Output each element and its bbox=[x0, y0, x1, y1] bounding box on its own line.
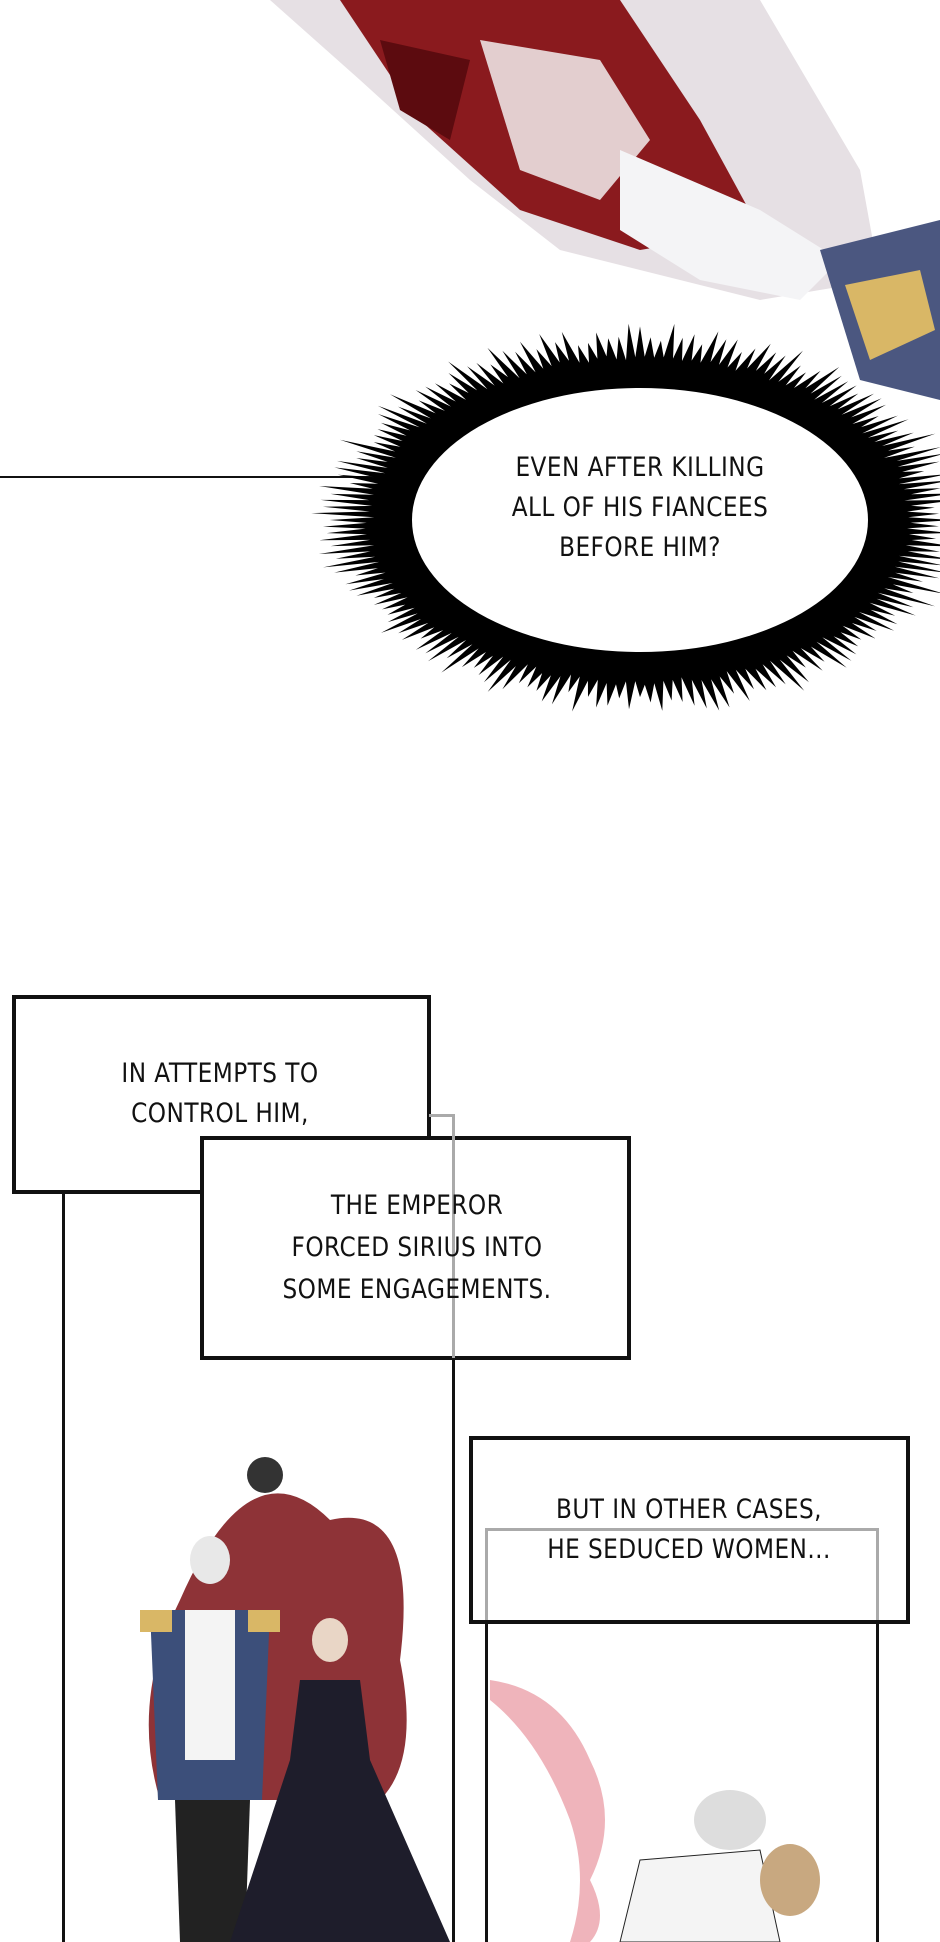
panel-border-grey bbox=[429, 1114, 455, 1117]
bubble-line: BEFORE HIM? bbox=[559, 532, 721, 563]
panel-border-grey bbox=[452, 1114, 455, 1358]
caption-line: FORCED SIRIUS INTO bbox=[291, 1232, 543, 1263]
caption-line: CONTROL HIM, bbox=[131, 1098, 309, 1129]
caption-line: IN ATTEMPTS TO bbox=[121, 1058, 319, 1089]
panel-border-left bbox=[485, 1622, 488, 1942]
caption-line: THE EMPEROR bbox=[330, 1190, 504, 1221]
panel-border bbox=[0, 476, 380, 478]
panel-border-left bbox=[62, 1192, 65, 1942]
bloody-hand-illustration bbox=[270, 0, 940, 400]
caption-box-3 bbox=[469, 1436, 910, 1624]
caption-3-text: BUT IN OTHER CASES, HE SEDUCED WOMEN... bbox=[534, 1490, 844, 1570]
caption-line: BUT IN OTHER CASES, bbox=[555, 1494, 822, 1525]
panel-border-right bbox=[452, 1357, 455, 1942]
caption-line: SOME ENGAGEMENTS. bbox=[282, 1274, 552, 1305]
bubble-line: ALL OF HIS FIANCEES bbox=[511, 492, 769, 523]
caption-box-2 bbox=[200, 1136, 631, 1360]
spiky-speech-bubble bbox=[311, 323, 940, 712]
panel-border-grey bbox=[485, 1528, 488, 1628]
caption-line: HE SEDUCED WOMEN... bbox=[547, 1534, 831, 1565]
panel-border-grey bbox=[485, 1528, 878, 1531]
caption-1-text: IN ATTEMPTS TO CONTROL HIM, bbox=[65, 1054, 375, 1134]
bubble-line: EVEN AFTER KILLING bbox=[515, 452, 765, 483]
panel-border-right bbox=[876, 1622, 879, 1942]
speech-bubble-text: EVEN AFTER KILLING ALL OF HIS FIANCEES B… bbox=[468, 448, 812, 568]
caption-2-text: THE EMPEROR FORCED SIRIUS INTO SOME ENGA… bbox=[262, 1185, 572, 1311]
panel-border-grey bbox=[876, 1528, 879, 1628]
